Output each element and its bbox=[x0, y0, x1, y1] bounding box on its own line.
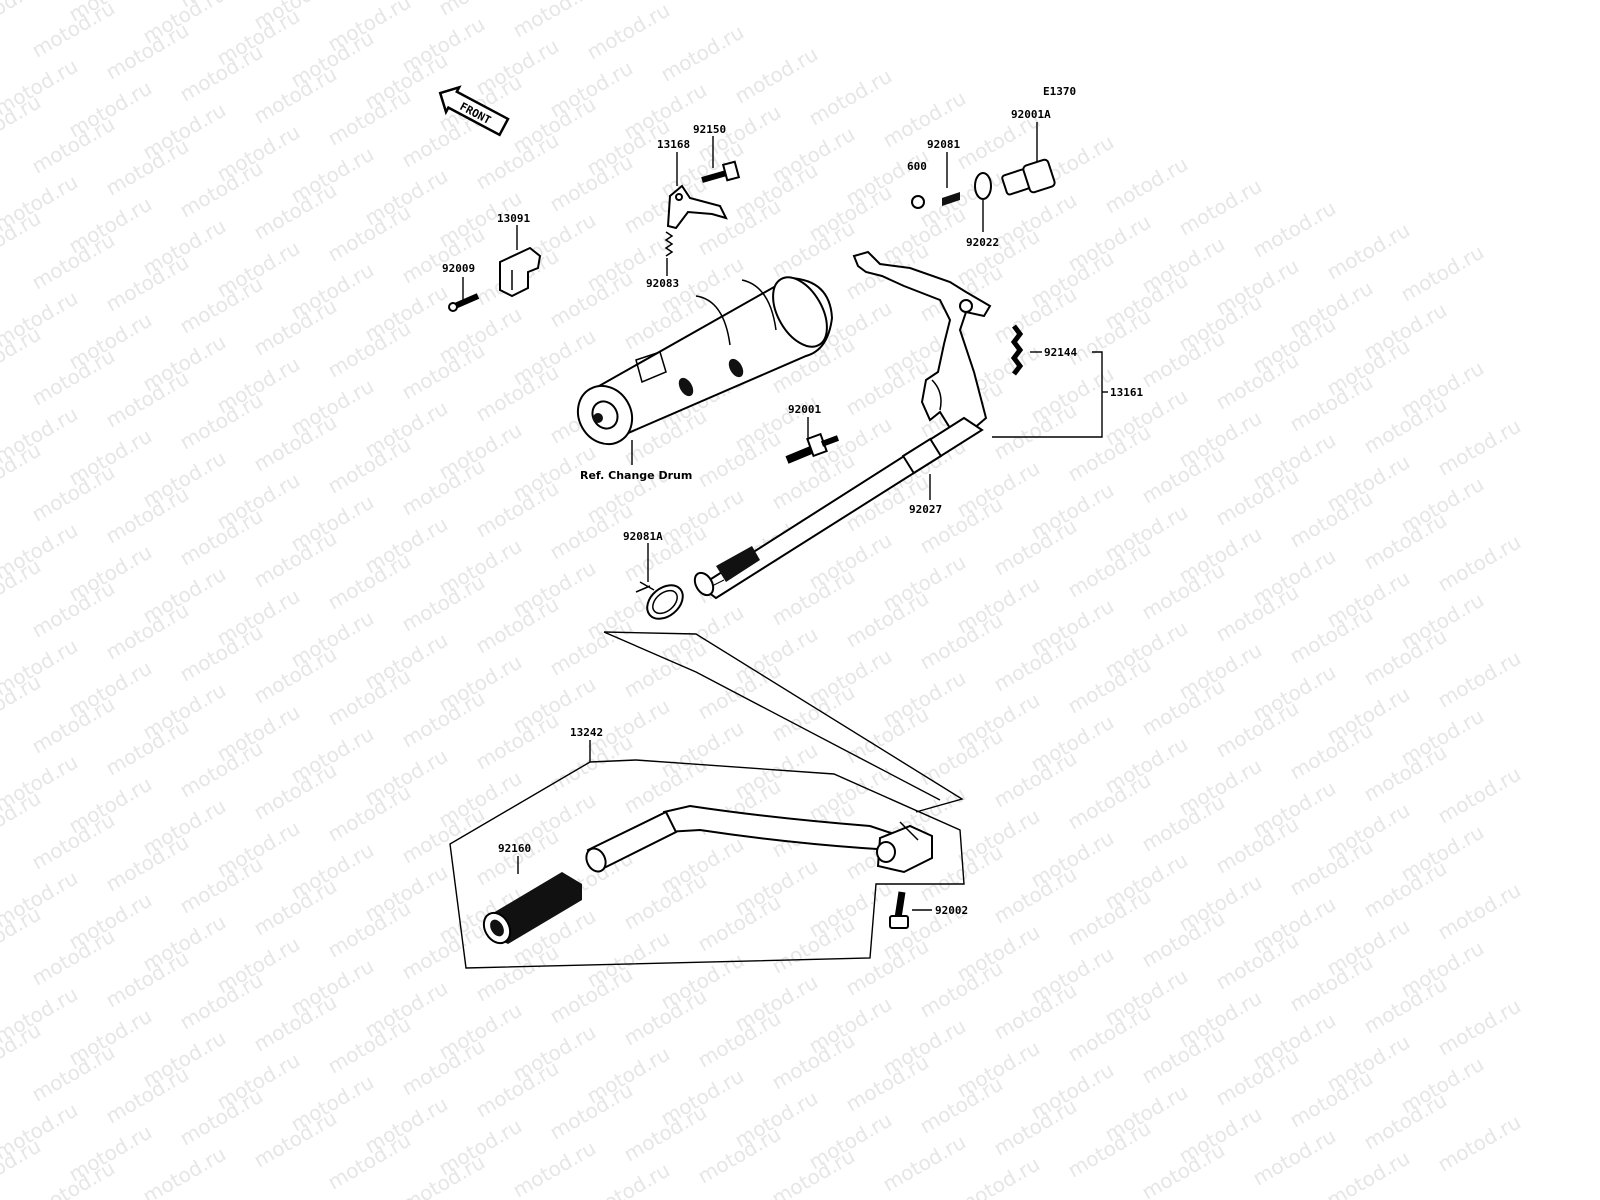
label-13161: 13161 bbox=[1110, 386, 1143, 399]
label-92160: 92160 bbox=[498, 842, 531, 855]
part-92001-stud bbox=[785, 432, 840, 464]
label-92150: 92150 bbox=[693, 123, 726, 136]
watermark-text: motod.ru bbox=[509, 1136, 600, 1200]
watermark-text: motod.ru bbox=[583, 1158, 674, 1200]
label-92001: 92001 bbox=[788, 403, 821, 416]
watermark-text: motod.ru bbox=[1249, 1124, 1340, 1191]
label-92027: 92027 bbox=[909, 503, 942, 516]
part-change-drum bbox=[576, 276, 834, 446]
label-92144: 92144 bbox=[1044, 346, 1077, 359]
watermark-text: motod.ru bbox=[1434, 994, 1525, 1061]
part-92022-washer bbox=[974, 172, 992, 200]
watermark-text: motod.ru bbox=[583, 0, 674, 64]
label-13168: 13168 bbox=[657, 138, 690, 151]
part-92002-bolt bbox=[889, 891, 909, 929]
part-13091-bracket bbox=[499, 246, 542, 298]
watermark-text: motod.ru bbox=[1175, 174, 1266, 241]
part-92160-pedal-rubber bbox=[482, 872, 582, 945]
label-13242: 13242 bbox=[570, 726, 603, 739]
watermark-text: motod.ru bbox=[435, 0, 526, 20]
label-92009: 92009 bbox=[442, 262, 475, 275]
watermark-text: motod.ru bbox=[1249, 196, 1340, 263]
label-92022: 92022 bbox=[966, 236, 999, 249]
part-600-ball bbox=[911, 195, 925, 209]
part-92083-spring bbox=[664, 231, 674, 257]
part-92144-spring bbox=[1010, 324, 1024, 376]
watermark-text: motod.ru bbox=[1434, 414, 1525, 481]
watermark-text: motod.ru bbox=[1434, 530, 1525, 597]
ref-change-drum-label: Ref. Change Drum bbox=[580, 469, 692, 482]
part-92150-bolt bbox=[701, 160, 741, 183]
watermark-text: motod.ru bbox=[1434, 646, 1525, 713]
watermark-text: motod.ru bbox=[139, 1142, 230, 1200]
label-92083: 92083 bbox=[646, 277, 679, 290]
watermark-text: motod.ru bbox=[1323, 218, 1414, 285]
watermark-text: motod.ru bbox=[509, 0, 600, 42]
part-13161-shift-shaft bbox=[693, 250, 992, 600]
watermark-text: motod.ru bbox=[1323, 1146, 1414, 1200]
part-92001A-plug bbox=[1001, 158, 1056, 196]
part-92081-spring bbox=[942, 192, 960, 206]
part-92009-bolt bbox=[448, 293, 480, 312]
label-92081A: 92081A bbox=[623, 530, 663, 543]
part-13242-shift-pedal bbox=[585, 804, 933, 874]
diagram-code: E1370 bbox=[1043, 85, 1076, 98]
watermark-text: motod.ru bbox=[1101, 152, 1192, 219]
watermark-text: motod.ru bbox=[879, 1130, 970, 1197]
label-600: 600 bbox=[907, 160, 927, 173]
label-13091: 13091 bbox=[497, 212, 530, 225]
watermark-text: motod.ru bbox=[731, 42, 822, 109]
part-92081A-spring bbox=[635, 581, 684, 620]
watermark-text: motod.ru bbox=[1434, 1110, 1525, 1177]
watermark-layer: motod.rumotod.rumotod.rumotod.rumotod.ru… bbox=[0, 0, 1525, 1200]
part-13168-lever bbox=[666, 184, 728, 230]
watermark-text: motod.ru bbox=[1434, 762, 1525, 829]
watermark-text: motod.ru bbox=[953, 1152, 1044, 1200]
label-92001A: 92001A bbox=[1011, 108, 1051, 121]
label-92002: 92002 bbox=[935, 904, 968, 917]
watermark-text: motod.ru bbox=[657, 20, 748, 87]
watermark-text: motod.ru bbox=[1397, 240, 1488, 307]
label-92081: 92081 bbox=[927, 138, 960, 151]
watermark-text: motod.ru bbox=[805, 64, 896, 131]
watermark-text: motod.ru bbox=[1434, 878, 1525, 945]
